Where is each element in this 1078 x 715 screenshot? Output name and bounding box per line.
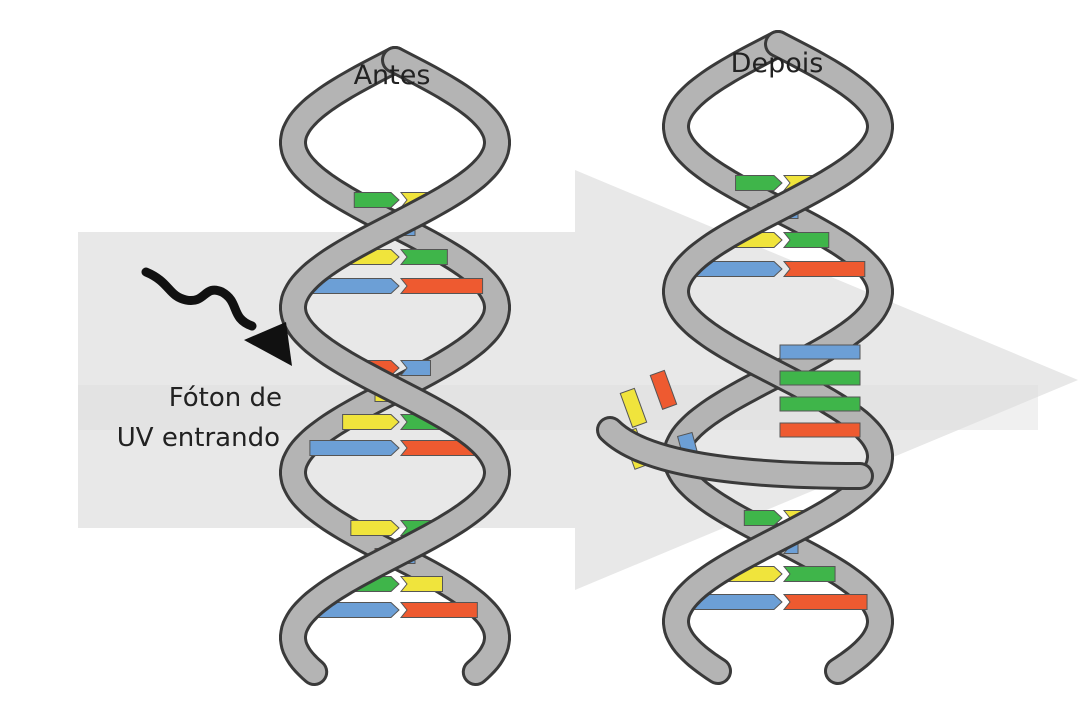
base-left — [342, 414, 400, 430]
photon-label-line2: UV entrando — [117, 423, 280, 453]
base-pair — [688, 594, 868, 610]
loose-base — [779, 422, 861, 438]
base-left — [743, 510, 783, 526]
strand-front — [665, 33, 891, 682]
base-right — [399, 249, 448, 265]
base-right — [782, 261, 866, 277]
photon-label-line1: Fóton de — [169, 383, 282, 413]
base-left — [353, 192, 400, 208]
base-left — [309, 440, 400, 456]
dna-after — [596, 30, 894, 685]
base-right — [399, 360, 431, 376]
base-right — [782, 566, 836, 582]
damaged-region — [596, 344, 874, 490]
dimer-base — [649, 369, 678, 410]
after-label: Depois — [731, 48, 824, 79]
kinked-strand — [599, 419, 871, 487]
wavy-arrow-icon — [141, 267, 292, 366]
loose-base — [779, 396, 861, 412]
base-pair — [306, 278, 484, 294]
uv-direction-arrow — [78, 170, 1078, 590]
base-right — [399, 278, 484, 294]
base-pair — [312, 602, 478, 618]
base-right — [399, 602, 478, 618]
strand-back — [282, 49, 508, 683]
dimer-base — [619, 387, 648, 428]
base-left — [350, 520, 400, 536]
dna-before — [279, 46, 511, 686]
base-right — [782, 594, 868, 610]
base-right — [782, 232, 830, 248]
base-right — [399, 576, 444, 592]
base-left — [735, 175, 783, 191]
loose-base — [779, 370, 861, 386]
loose-base — [779, 344, 861, 360]
before-label: Antes — [354, 60, 431, 91]
strand-front — [282, 49, 508, 683]
